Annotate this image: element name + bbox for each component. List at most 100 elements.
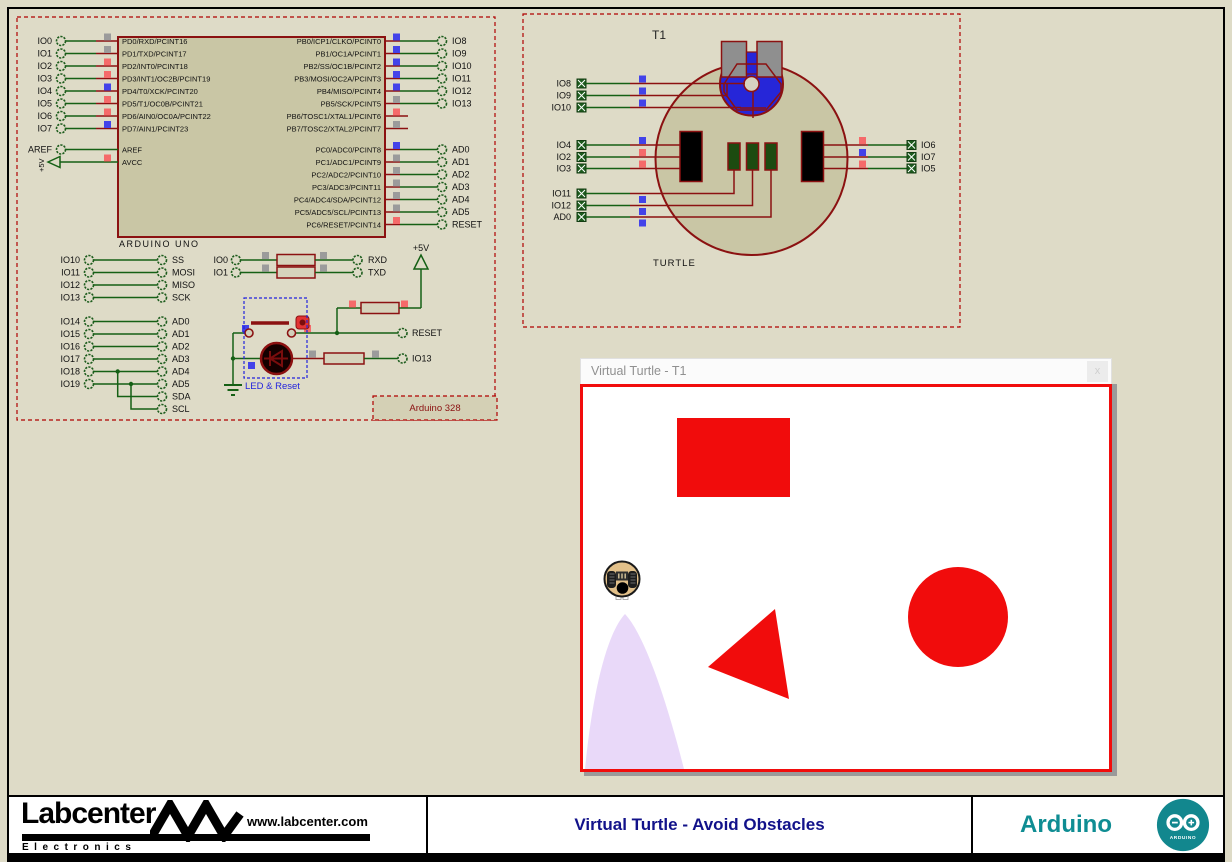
terminal[interactable]: [55, 48, 67, 59]
chip-pin-label: PD1/TXD/PCINT17: [122, 50, 187, 59]
turtle-right-pins: IO6 IO7 IO5: [823, 137, 936, 174]
power-label-vertical: +5V: [37, 158, 46, 172]
terminal[interactable]: [436, 181, 448, 193]
terminal[interactable]: [436, 60, 448, 72]
terminal[interactable]: [436, 85, 448, 97]
push-button[interactable]: [233, 315, 310, 338]
turtle-head-trace: [726, 84, 766, 118]
terminal[interactable]: [55, 85, 67, 97]
pin-state-indicator: [393, 179, 400, 187]
button-contact[interactable]: [244, 328, 254, 338]
turtle-sensor: [745, 142, 760, 171]
terminal[interactable]: [436, 206, 448, 218]
resistor[interactable]: [323, 352, 365, 365]
terminal[interactable]: [156, 378, 168, 390]
resistor[interactable]: [276, 266, 316, 279]
terminal[interactable]: [397, 353, 408, 364]
terminal[interactable]: [436, 98, 448, 109]
terminal[interactable]: [83, 328, 95, 340]
terminal[interactable]: [352, 254, 363, 266]
chip-pin-label: PC5/ADC5/SCL/PCINT13: [295, 208, 381, 217]
terminal[interactable]: [156, 403, 168, 415]
terminal[interactable]: [436, 35, 448, 47]
terminal[interactable]: [156, 353, 168, 365]
terminal[interactable]: [230, 254, 242, 266]
terminal[interactable]: [55, 35, 67, 47]
terminal[interactable]: [83, 267, 95, 278]
terminal[interactable]: [436, 169, 448, 180]
terminal[interactable]: [156, 267, 168, 278]
window-close-button[interactable]: x: [1087, 361, 1108, 382]
terminal[interactable]: [156, 391, 168, 402]
terminal[interactable]: [83, 378, 95, 390]
terminal[interactable]: [83, 316, 95, 327]
t-pin-io10: IO10: [551, 99, 741, 113]
pin-state-indicator: [393, 96, 400, 103]
terminal[interactable]: [83, 279, 95, 291]
terminal[interactable]: [156, 279, 168, 291]
terminal[interactable]: [156, 316, 168, 327]
terminal[interactable]: [156, 366, 168, 377]
terminal[interactable]: [436, 48, 448, 59]
terminal[interactable]: [55, 123, 67, 134]
window-titlebar[interactable]: Virtual Turtle - T1 x: [580, 358, 1112, 384]
terminal[interactable]: [436, 73, 448, 84]
terminal[interactable]: [156, 254, 168, 266]
pin-state-indicator: [320, 252, 327, 259]
led-reset-group-box: [243, 297, 308, 379]
terminal-label: IO2: [556, 152, 571, 162]
terminal[interactable]: [83, 341, 95, 352]
t-pin-io2: IO2: [556, 149, 680, 162]
virtual-turtle-window[interactable]: Virtual Turtle - T1 x: [580, 358, 1117, 776]
terminal[interactable]: [55, 98, 67, 109]
pin-state-indicator: [639, 137, 646, 144]
terminal[interactable]: [436, 194, 448, 205]
terminal-label: IO11: [452, 74, 471, 84]
terminal[interactable]: [55, 60, 67, 72]
terminal[interactable]: [436, 219, 448, 230]
terminal[interactable]: [156, 292, 168, 303]
turtle-sensor: [764, 142, 778, 171]
terminal[interactable]: [436, 144, 448, 155]
arduino-uno-chip[interactable]: [117, 36, 386, 238]
turtle-component[interactable]: T1 TURTLE: [630, 28, 849, 269]
pin-state-indicator: [104, 121, 111, 128]
terminal[interactable]: [83, 292, 95, 303]
terminal[interactable]: [83, 353, 95, 365]
terminal[interactable]: [83, 366, 95, 377]
chip-pin-label: PB7/TOSC2/XTAL2/PCINT7: [287, 125, 381, 134]
terminal[interactable]: [352, 267, 363, 278]
terminal[interactable]: [55, 144, 67, 155]
t-pin-io6: IO6: [823, 137, 936, 150]
terminal[interactable]: [156, 341, 168, 352]
terminal[interactable]: [55, 73, 67, 84]
button-contact[interactable]: [286, 328, 297, 338]
turtle-head-ear: [756, 40, 783, 78]
terminal-label: IO14: [60, 317, 80, 327]
terminal[interactable]: [156, 328, 168, 340]
terminal[interactable]: [55, 110, 67, 122]
terminal[interactable]: [230, 267, 242, 278]
resistor[interactable]: [276, 253, 316, 267]
chip-pin-label: PD0/RXD/PCINT16: [122, 37, 187, 46]
pin-state-indicator: [859, 137, 866, 144]
resistor[interactable]: [360, 301, 400, 315]
chip-pin-label: PC3/ADC3/PCINT11: [312, 183, 381, 192]
terminal[interactable]: [83, 254, 95, 266]
pin-state-indicator: [393, 192, 400, 199]
t-pin-io7: IO7: [823, 149, 936, 162]
turtle-left-pins: IO8 IO9 IO10 IO4 IO2 IO3 IO11 IO12 AD0: [551, 75, 745, 227]
terminal[interactable]: [436, 156, 448, 168]
terminal[interactable]: [397, 327, 408, 339]
turtle-simulation-canvas[interactable]: [580, 384, 1112, 772]
